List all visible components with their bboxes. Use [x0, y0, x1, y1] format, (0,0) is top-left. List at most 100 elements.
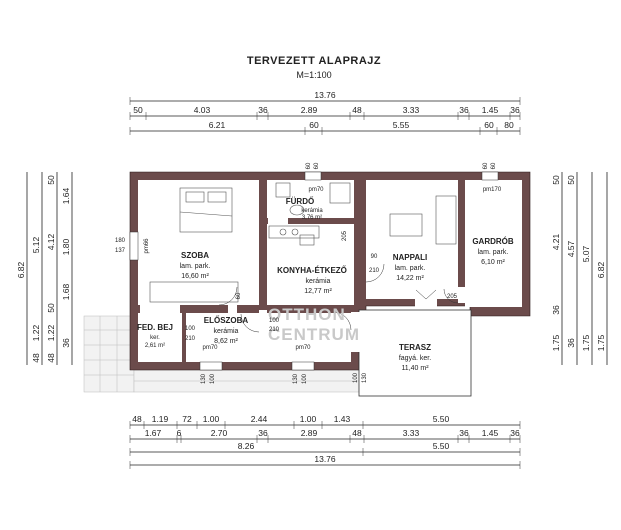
- room-fedbej: [138, 313, 182, 362]
- label-window-137: 137: [115, 248, 126, 254]
- label-fedbej-floor: ker.: [150, 335, 160, 341]
- dim-right-in-4: 1.75: [581, 334, 591, 351]
- dim-top-r2-4: 60: [484, 120, 494, 130]
- label-pm66: pm66: [144, 238, 150, 254]
- label-eloszoba-area: 8,62 m²: [214, 338, 238, 345]
- dim-left-in-3: 4.12: [46, 233, 56, 250]
- label-fedbej-name: FED. BEJ: [137, 323, 173, 332]
- dim-right-in-1: 50: [566, 175, 576, 185]
- dim-left-in-1: 50: [46, 175, 56, 185]
- dim-right-mid-3: 36: [551, 305, 561, 315]
- label-nappali-name: NAPPALI: [393, 253, 428, 262]
- dim-bot-r1-8: 5.50: [433, 414, 450, 424]
- label-door-130c: 130: [362, 372, 368, 383]
- outdoor-paving-hatch: [83, 315, 360, 393]
- dim-bot-r2-6: 48: [352, 428, 362, 438]
- room-labels: SZOBA lam. park. 16,60 m² FÜRDŐ kerámia …: [137, 197, 514, 372]
- plan-title: TERVEZETT ALAPRAJZ: [247, 55, 381, 67]
- dim-top-r2-1: 6.21: [209, 120, 226, 130]
- label-terasz-area: 11,40 m²: [401, 365, 429, 372]
- dim-top-r2-3: 5.55: [393, 120, 410, 130]
- label-terasz-floor: fagyá. ker.: [399, 355, 431, 362]
- label-door-60d: 60: [491, 162, 497, 169]
- label-pm70-bath: pm70: [308, 187, 324, 193]
- wardrobe-furniture: [149, 281, 239, 303]
- dim-bot-r2-7: 3.33: [403, 428, 420, 438]
- label-gardrob-floor: lam. park.: [478, 249, 509, 256]
- dim-top-r1-8: 1.45: [482, 105, 499, 115]
- dim-bot-r1-5: 2.44: [251, 414, 268, 424]
- label-nappali-floor: lam. park.: [395, 265, 426, 272]
- dim-bot-overall: 13.76: [314, 454, 336, 464]
- watermark-line1: OTTHON: [268, 305, 346, 324]
- building: [83, 171, 531, 397]
- dim-bot-r2-8: 36: [459, 428, 469, 438]
- label-eloszoba-name: ELŐSZOBA: [204, 316, 249, 325]
- room-furdo: [267, 180, 354, 218]
- dim-left-in-2: 1.64: [61, 187, 71, 204]
- dim-bot-r1-2: 1.19: [152, 414, 169, 424]
- label-eloszoba-floor: kerámia: [214, 328, 239, 335]
- dim-bot-r1-3: 72: [182, 414, 192, 424]
- dim-bot-r1-6: 1.00: [300, 414, 317, 424]
- label-door-60a: 60: [306, 162, 312, 169]
- room-eloszoba: [186, 313, 351, 362]
- dim-bot-r2-2: 6: [177, 428, 182, 438]
- label-door-210: 210: [185, 336, 196, 342]
- dim-right-outer: 6.82: [596, 261, 606, 278]
- dim-top-r1-3: 36: [258, 105, 268, 115]
- label-fedbej-area: 2,61 m²: [145, 343, 165, 349]
- dim-bot-r2-10: 36: [510, 428, 520, 438]
- dim-top-r1-1: 50: [133, 105, 143, 115]
- dim-left-mid-2: 1.22: [31, 324, 41, 341]
- dim-top-r2-2: 60: [309, 120, 319, 130]
- room-terasz: [358, 309, 472, 397]
- kitchen-counter: [268, 225, 320, 246]
- label-gardrob-area: 6,10 m²: [481, 259, 505, 266]
- bottom-dimensions: 48 1.19 72 1.00 2.44 1.00 1.43 5.50 1.67…: [129, 414, 521, 469]
- label-konyha-floor: kerámia: [306, 278, 331, 285]
- label-door-130a: 130: [201, 373, 207, 384]
- label-gardrob-name: GARDRÓB: [472, 237, 514, 246]
- label-door-210b: 210: [369, 268, 380, 274]
- label-door-100b: 100: [302, 373, 308, 384]
- dim-left-in-4: 1.80: [61, 238, 71, 255]
- dim-bot-r1-1: 48: [132, 414, 142, 424]
- dim-top-r1-6: 3.33: [403, 105, 420, 115]
- dim-left-outer: 6.82: [16, 261, 26, 278]
- dim-top-r2-5: 80: [504, 120, 514, 130]
- dim-left-in-5: 1.68: [61, 283, 71, 300]
- room-konyha: [267, 224, 354, 305]
- plan-scale: M=1:100: [296, 70, 331, 80]
- dim-right-in-6: 1.75: [596, 334, 606, 351]
- label-szoba-floor: lam. park.: [180, 263, 211, 270]
- dim-left-in-6: 50: [46, 303, 56, 313]
- watermark: OTTHON CENTRUM: [268, 305, 359, 344]
- label-terasz-name: TERASZ: [399, 343, 431, 352]
- label-nappali-area: 14,22 m²: [396, 275, 424, 282]
- dim-bot-r2-3: 2.70: [211, 428, 228, 438]
- label-door-100: 100: [185, 326, 196, 332]
- dim-left-mid-1: 5.12: [31, 236, 41, 253]
- dim-right-in-3: 5.07: [581, 245, 591, 262]
- label-furdo-floor: kerámia: [301, 208, 323, 214]
- label-furdo-area: 3,76 m²: [302, 215, 322, 221]
- dim-bot-r2-1: 1.67: [145, 428, 162, 438]
- dim-top-r1-7: 36: [459, 105, 469, 115]
- left-dimensions: 6.82 5.12 1.22 48 50 4.12 50 1.22 48 1.6…: [16, 172, 73, 365]
- label-window-180: 180: [115, 238, 126, 244]
- dim-bot-r3-1: 8.26: [238, 441, 255, 451]
- dim-right-in-2: 4.57: [566, 240, 576, 257]
- dim-left-in-8: 36: [61, 338, 71, 348]
- label-door-100d: 100: [269, 318, 280, 324]
- dim-top-r1-5: 48: [352, 105, 362, 115]
- bed-furniture: [179, 187, 233, 233]
- sofa-furniture: [389, 195, 457, 245]
- dim-left-mid-3: 48: [31, 353, 41, 363]
- dim-bot-r1-4: 1.00: [203, 414, 220, 424]
- room-gardrob: [465, 180, 522, 307]
- dim-right-mid-1: 50: [551, 175, 561, 185]
- dim-right-in-5: 36: [566, 338, 576, 348]
- label-door-90: 90: [371, 254, 378, 260]
